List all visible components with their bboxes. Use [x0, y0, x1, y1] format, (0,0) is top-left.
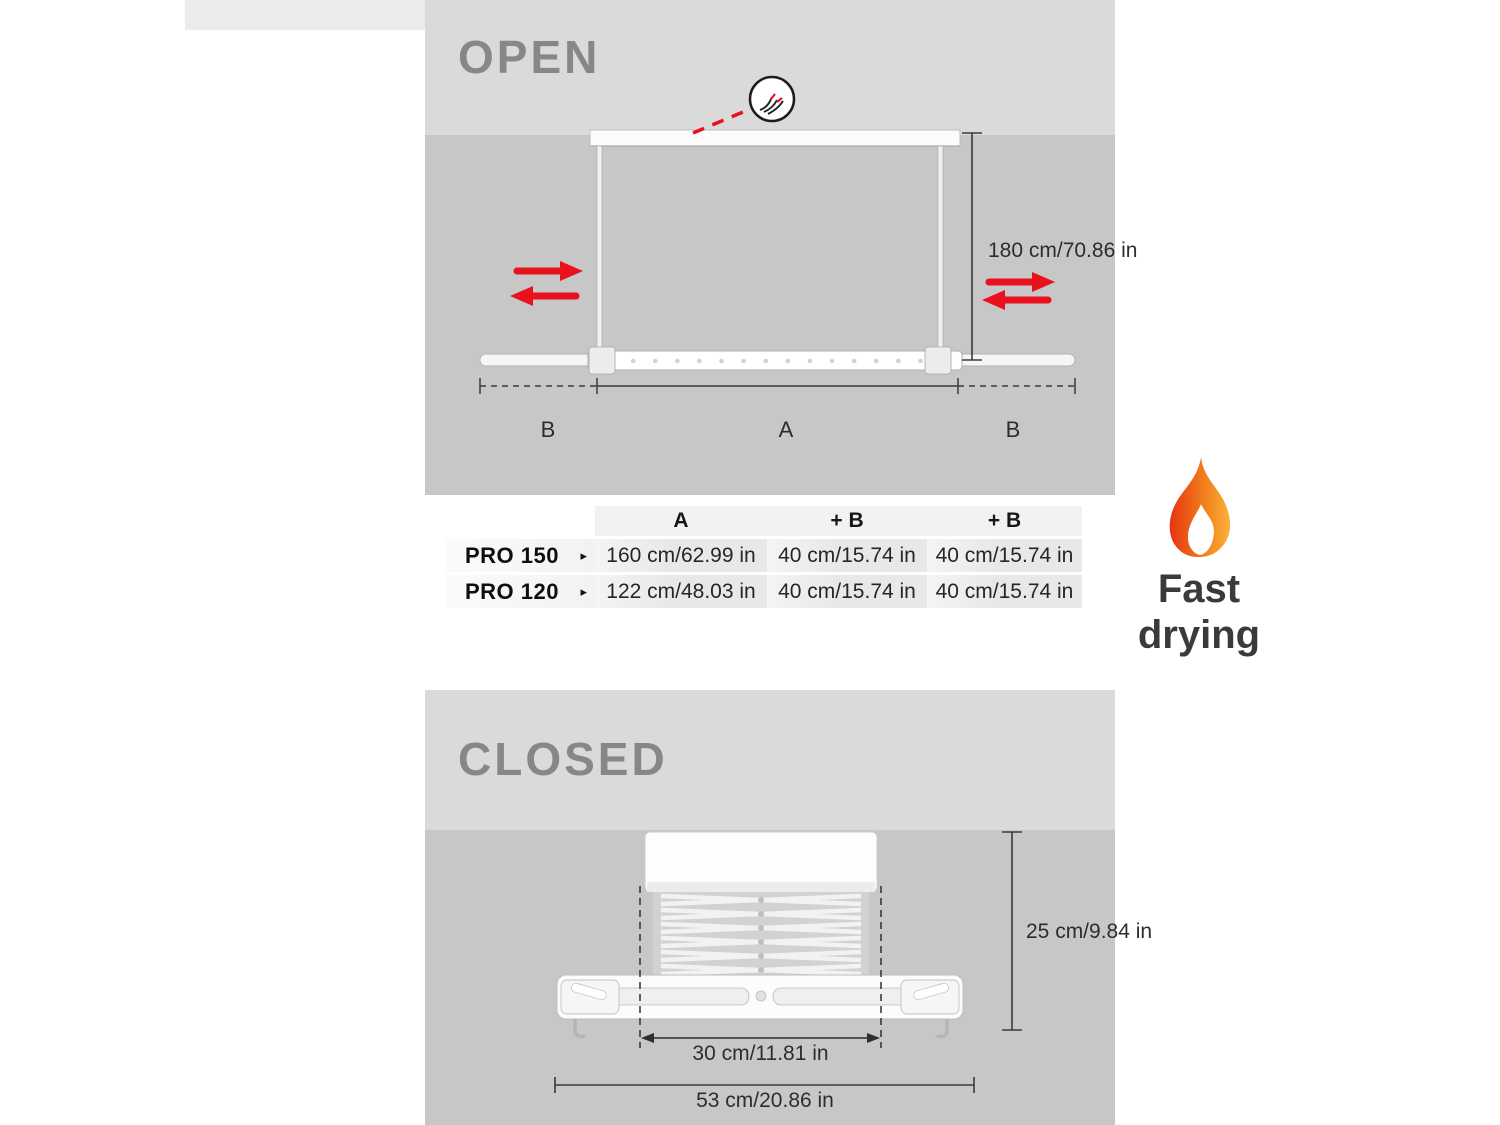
- segment-b-right-label: B: [1005, 417, 1021, 442]
- model-cell: PRO 120 ▸: [445, 575, 595, 608]
- closed-section-diagram-area: [425, 830, 1115, 1125]
- value-b1: 40 cm/15.74 in: [767, 575, 927, 608]
- spec-table-header-a: A: [595, 506, 767, 536]
- model-name: PRO 150: [465, 542, 559, 568]
- spec-table-header-row: A + B + B: [445, 506, 1082, 536]
- closed-section-title: CLOSED: [458, 733, 668, 785]
- fast-drying-label: Fast drying: [1137, 567, 1261, 657]
- open-section-diagram-area: [425, 135, 1115, 495]
- closed-height-dimension-label: 25 cm/9.84 in: [1026, 920, 1153, 943]
- table-row: PRO 150 ▸ 160 cm/62.99 in 40 cm/15.74 in…: [445, 539, 1082, 572]
- value-b2: 40 cm/15.74 in: [927, 539, 1082, 572]
- spec-table: A + B + B PRO 150 ▸ 160 cm/62.99 in 40 c…: [445, 506, 1082, 611]
- value-b2: 40 cm/15.74 in: [927, 575, 1082, 608]
- flame-icon: [1169, 457, 1231, 558]
- value-a: 122 cm/48.03 in: [595, 575, 767, 608]
- closed-outer-width-label: 53 cm/20.86 in: [696, 1089, 834, 1112]
- value-b1: 40 cm/15.74 in: [767, 539, 927, 572]
- spec-table-header-b1: + B: [767, 506, 927, 536]
- segment-a-label: A: [778, 417, 794, 442]
- segment-b-left-label: B: [540, 417, 556, 442]
- closed-section-header-band: [425, 690, 1115, 830]
- open-section-title: OPEN: [458, 31, 601, 83]
- model-name: PRO 120: [465, 578, 559, 604]
- model-arrow-icon: ▸: [580, 583, 587, 599]
- open-height-dimension-label: 180 cm/70.86 in: [988, 239, 1138, 262]
- model-cell: PRO 150 ▸: [445, 539, 595, 572]
- spec-table-header-empty: [445, 506, 595, 536]
- value-a: 160 cm/62.99 in: [595, 539, 767, 572]
- spec-table-header-b2: + B: [927, 506, 1082, 536]
- top-left-gray-strip: [185, 0, 425, 30]
- table-row: PRO 120 ▸ 122 cm/48.03 in 40 cm/15.74 in…: [445, 575, 1082, 608]
- closed-inner-width-label: 30 cm/11.81 in: [692, 1042, 829, 1065]
- model-arrow-icon: ▸: [580, 547, 587, 563]
